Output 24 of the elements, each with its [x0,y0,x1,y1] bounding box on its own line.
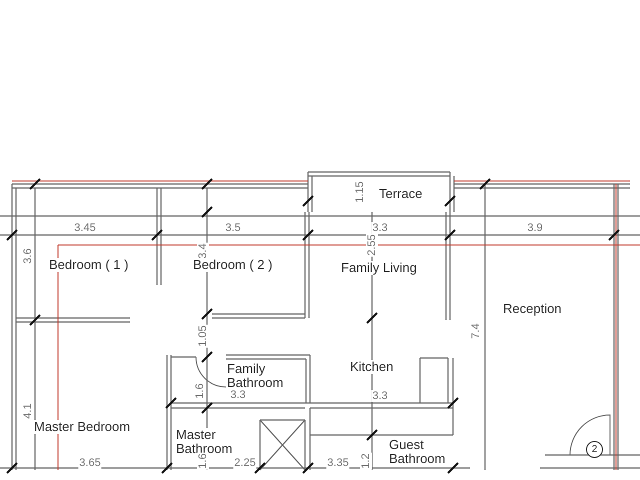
dimension-label: 3.6 [22,247,34,265]
dimension-label: 2.25 [233,457,257,470]
dimension-label: 1.2 [360,452,372,470]
dimension-label: 2.55 [366,233,378,257]
dimension-label: 1.05 [196,324,210,348]
room-label: Family Living [340,261,418,276]
room-label: Bedroom ( 1 ) [48,258,130,272]
dimension-label: 1.15 [354,180,366,204]
room-label: Kitchen [349,360,394,374]
dimension-label: 1.6 [196,452,210,470]
dimension-label: 3.9 [526,222,544,234]
room-label: Bedroom ( 2 ) [192,258,274,272]
room-label: Terrace [378,187,424,202]
room-label: Reception [502,302,563,316]
dimension-label: 3.5 [224,222,242,234]
dimension-label: 3.3 [371,390,389,402]
dimension-label: 3.65 [78,457,102,470]
dimension-label: 3.3 [371,222,389,234]
dimension-label: 3.45 [73,222,97,234]
room-label: Master Bedroom [33,420,132,434]
door-number: 2 [586,441,603,458]
dimension-label: 1.6 [194,382,206,400]
dimension-label: 3.3 [229,389,247,402]
dimension-label: 3.35 [326,457,350,470]
